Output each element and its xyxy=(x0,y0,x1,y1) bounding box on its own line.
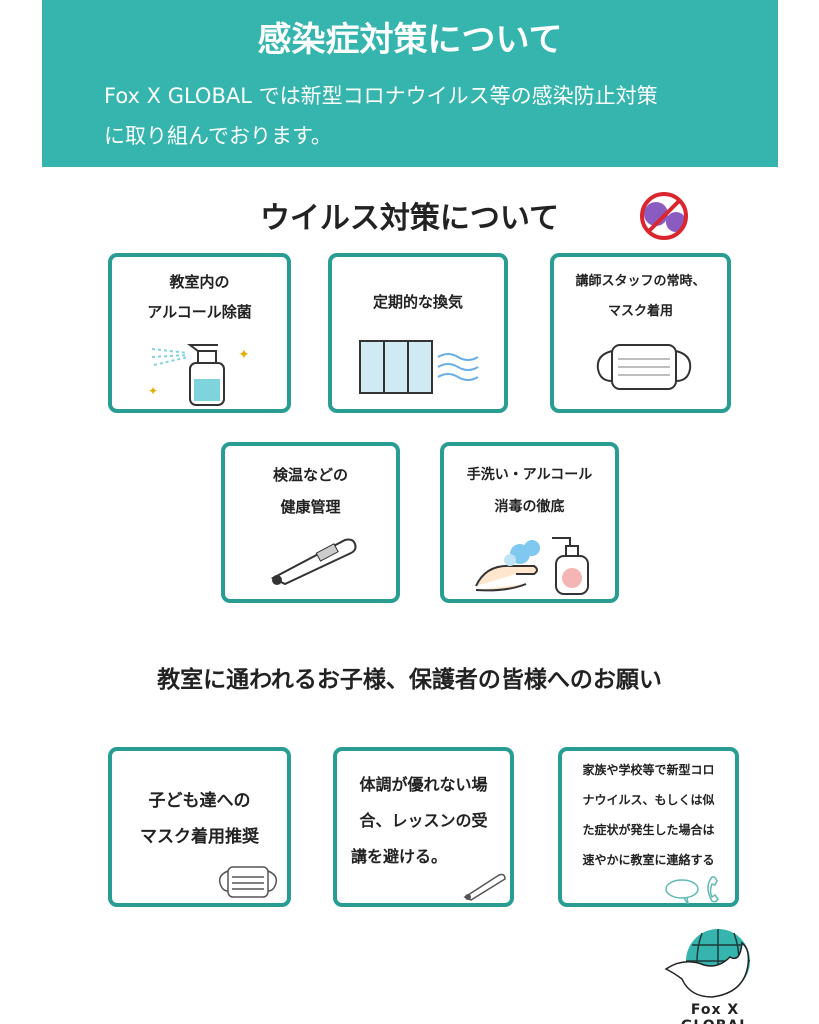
card-text-1: 体調が優れない場 xyxy=(359,775,488,794)
card-temperature-check: 検温などの 健康管理 xyxy=(221,442,400,603)
intro-line-1: Fox X GLOBAL では新型コロナウイルス等の感染防止対策 xyxy=(104,84,658,108)
card-text-1: 手洗い・アルコール xyxy=(466,467,593,483)
card-text-4: 速やかに教室に連絡する xyxy=(582,853,715,867)
card-handwashing: 手洗い・アルコール 消毒の徹底 xyxy=(440,442,619,603)
svg-text:✦: ✦ xyxy=(238,347,250,363)
card-text-1: 講師スタッフの常時、 xyxy=(575,274,706,289)
logo-text: Fox X GLOBAL xyxy=(681,1002,748,1024)
no-virus-icon xyxy=(640,192,688,240)
card-text-3: 講を避ける。 xyxy=(351,847,448,866)
card-text-1: 定期的な換気 xyxy=(372,293,463,311)
mask-icon xyxy=(596,344,692,390)
card-text-2: アルコール除菌 xyxy=(147,303,252,321)
header-banner: 感染症対策について Fox X GLOBAL では新型コロナウイルス等の感染防止… xyxy=(42,0,778,167)
card-contact-school: 家族や学校等で新型コロ ナウイルス、もしくは似 た症状が発生した場合は 速やかに… xyxy=(558,747,739,907)
spray-bottle-icon: ✦✦ xyxy=(148,344,250,406)
hand-wash-icon xyxy=(475,537,589,595)
fox-x-global-logo xyxy=(664,929,750,998)
virus-section-title: ウイルス対策について xyxy=(259,201,560,236)
card-staff-mask: 講師スタッフの常時、 マスク着用 xyxy=(550,253,731,413)
card-children-mask: 子ども達への マスク着用推奨 xyxy=(108,747,291,907)
card-alcohol-disinfection: 教室内の アルコール除菌 ✦✦ xyxy=(108,253,291,413)
card-text-2: マスク着用推奨 xyxy=(140,827,259,847)
card-text-2: マスク着用 xyxy=(607,304,673,319)
svg-text:✦: ✦ xyxy=(148,384,158,398)
card-text-1: 教室内の xyxy=(169,273,230,291)
card-text-2: 健康管理 xyxy=(280,498,341,516)
phone-chat-icon xyxy=(665,876,719,905)
card-text-2: 合、レッスンの受 xyxy=(359,811,488,830)
card-avoid-lessons-when-unwell: 体調が優れない場 合、レッスンの受 講を避ける。 xyxy=(333,747,514,907)
card-ventilation: 定期的な換気 xyxy=(328,253,508,413)
card-text-1: 子ども達への xyxy=(148,791,251,811)
thermometer-icon xyxy=(463,873,506,901)
page-title: 感染症対策について xyxy=(257,20,563,60)
card-text-2: 消毒の徹底 xyxy=(494,499,565,515)
intro-line-2: に取り組んでおります。 xyxy=(104,124,332,148)
thermometer-icon xyxy=(270,538,357,586)
card-text-2: ナウイルス、もしくは似 xyxy=(582,793,715,807)
window-ventilation-icon xyxy=(359,340,479,394)
card-text-3: た症状が発生した場合は xyxy=(582,823,715,837)
card-text-1: 検温などの xyxy=(272,466,348,484)
request-section-title: 教室に通われるお子様、保護者の皆様へのお願い xyxy=(157,667,662,693)
mask-icon xyxy=(218,866,278,898)
card-text-1: 家族や学校等で新型コロ xyxy=(582,763,715,777)
